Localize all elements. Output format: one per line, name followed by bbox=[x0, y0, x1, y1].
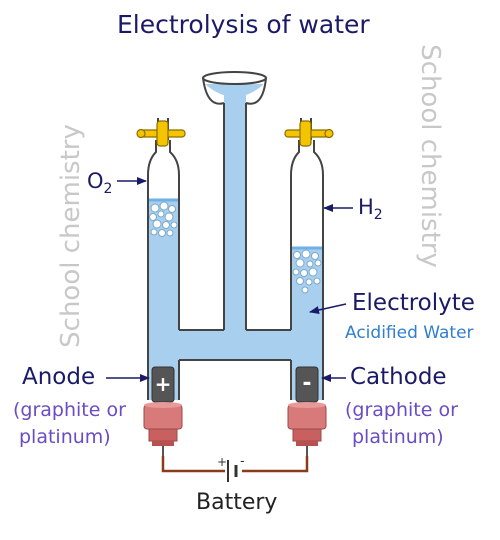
anode-material-line1: (graphite or bbox=[13, 399, 126, 421]
anode-sign: + bbox=[154, 372, 172, 396]
cathode-sign: - bbox=[302, 371, 312, 396]
watermark-right: School chemistry bbox=[415, 44, 445, 268]
pointer-arrows bbox=[106, 177, 353, 382]
watermark-left: School chemistry bbox=[56, 124, 86, 348]
cathode-material-line1: (graphite or bbox=[345, 399, 458, 421]
anode-label: Anode bbox=[22, 364, 96, 390]
center-tube-water bbox=[224, 94, 246, 330]
glass-outline bbox=[147, 71, 324, 400]
oxygen-symbol: O bbox=[87, 169, 104, 193]
connector-water bbox=[178, 330, 292, 360]
acidified-water-label: Acidified Water bbox=[345, 323, 474, 343]
anode-material-line2: platinum) bbox=[19, 426, 111, 448]
cathode-material-line2: platinum) bbox=[352, 426, 444, 448]
hydrogen-subscript: 2 bbox=[373, 207, 383, 224]
battery-label: Battery bbox=[196, 490, 278, 515]
circuit-wire bbox=[161, 456, 309, 473]
right-tap bbox=[284, 120, 334, 147]
oxygen-label: O2 bbox=[87, 169, 113, 198]
diagram-title: Electrolysis of water bbox=[117, 10, 370, 39]
cathode-label: Cathode bbox=[350, 364, 447, 390]
water-body bbox=[149, 84, 322, 400]
electrolyte-arrow bbox=[309, 303, 347, 314]
battery-minus: - bbox=[240, 454, 245, 469]
left-stopper bbox=[143, 402, 183, 456]
oxygen-subscript: 2 bbox=[103, 181, 113, 198]
right-stopper bbox=[287, 402, 327, 456]
right-tube-water bbox=[292, 248, 322, 400]
hydrogen-label: H2 bbox=[358, 195, 383, 224]
left-tap bbox=[136, 120, 186, 147]
hydrogen-symbol: H bbox=[358, 195, 374, 219]
hydrogen-bubbles bbox=[292, 249, 322, 294]
battery-plus: + bbox=[217, 455, 228, 469]
battery-symbol bbox=[227, 460, 238, 482]
funnel-water bbox=[205, 84, 264, 97]
electrolyte-label: Electrolyte bbox=[352, 290, 475, 316]
oxygen-bubbles bbox=[149, 201, 178, 237]
left-tube-water bbox=[149, 200, 178, 400]
